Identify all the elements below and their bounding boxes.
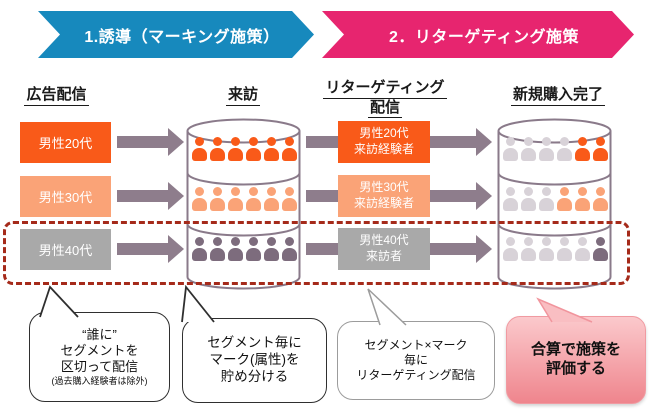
callout-segment-delivery: “誰に” セグメントを 区切って配信 (過去購入経験者は除外) [29, 312, 170, 402]
retarget-box-line1: 男性40代 [359, 233, 409, 248]
callout-tail-icon [39, 285, 79, 318]
callout-line: セグメント×マーク [364, 338, 468, 352]
column-header-visit: 来訪 [203, 86, 283, 106]
person-icon [210, 187, 225, 211]
person-icon [557, 237, 572, 261]
banner-step1-induction: 1.誘導（マーキング施策） [38, 11, 314, 58]
person-icon [282, 137, 297, 161]
column-header-retargeting-delivery: リターゲティング 配信 [305, 79, 465, 119]
callout-line: セグメントを [60, 343, 139, 359]
flow-arrow-icon [117, 235, 184, 263]
callout-line: “誰に” [82, 326, 117, 342]
column-header-ad-delivery-text: 広告配信 [24, 86, 89, 106]
purchase-people-tier-20s [503, 137, 608, 161]
person-icon [575, 137, 590, 161]
person-icon [503, 237, 518, 261]
person-icon [539, 137, 554, 161]
retarget-box-line1: 男性30代 [359, 180, 409, 195]
person-icon [575, 237, 590, 261]
person-icon [557, 187, 572, 211]
callout-note: (過去購入経験者は除外) [51, 375, 148, 386]
person-icon [593, 187, 608, 211]
person-icon [593, 137, 608, 161]
person-icon [210, 237, 225, 261]
callout-mark-accumulation: セグメント毎に マーク(属性)を 貯め分ける [182, 318, 327, 403]
person-icon [503, 187, 518, 211]
callout-retargeting-delivery: セグメント×マーク 毎に リターゲティング配信 [337, 321, 495, 400]
person-icon [192, 237, 207, 261]
person-icon [192, 137, 207, 161]
person-icon [246, 137, 261, 161]
person-icon [575, 187, 590, 211]
column-header-visit-text: 来訪 [225, 86, 260, 106]
person-icon [521, 187, 536, 211]
callout-line: マーク(属性)を [209, 352, 300, 368]
callout-line: 合算で施策を [530, 341, 621, 359]
callout-line: リターゲティング配信 [356, 368, 476, 382]
retarget-box-male-30s: 男性30代 来訪経験者 [338, 175, 430, 217]
highlight-dashed-frame [3, 221, 630, 285]
retarget-box-male-40s: 男性40代 来訪者 [338, 228, 430, 270]
person-icon [264, 237, 279, 261]
retarget-box-line2: 来訪経験者 [353, 196, 414, 210]
callout-tail-icon [367, 288, 407, 326]
person-icon [593, 237, 608, 261]
callout-line: セグメント毎に [207, 335, 302, 351]
person-icon [282, 187, 297, 211]
person-icon [228, 237, 243, 261]
callout-line: 区切って配信 [60, 359, 139, 375]
visit-people-tier-40s [192, 237, 297, 261]
flow-arrow-icon [117, 128, 184, 156]
flow-arrow-icon [117, 182, 184, 210]
callout-tail-icon [536, 297, 593, 323]
banner-step2-retargeting: 2．リターゲティング施策 [322, 11, 634, 58]
purchase-people-tier-40s [503, 237, 608, 261]
person-icon [282, 237, 297, 261]
person-icon [228, 187, 243, 211]
segment-box-male-20s: 男性20代 [20, 122, 111, 163]
visit-people-tier-20s [192, 137, 297, 161]
person-icon [539, 187, 554, 211]
column-header-new-purchase-text: 新規購入完了 [510, 86, 605, 106]
person-icon [557, 137, 572, 161]
visit-people-tier-30s [192, 187, 297, 211]
callout-line: 貯め分ける [220, 368, 289, 384]
column-header-ad-delivery: 広告配信 [14, 86, 99, 106]
person-icon [246, 187, 261, 211]
person-icon [192, 187, 207, 211]
person-icon [521, 137, 536, 161]
callout-line: 毎に [403, 353, 428, 367]
person-icon [264, 137, 279, 161]
segment-box-male-30s: 男性30代 [20, 176, 111, 217]
person-icon [246, 237, 261, 261]
person-icon [503, 137, 518, 161]
retarget-box-line2: 来訪経験者 [353, 142, 414, 156]
retarget-box-line2: 来訪者 [365, 249, 402, 263]
segment-box-male-40s: 男性40代 [20, 229, 111, 270]
column-header-new-purchase: 新規購入完了 [495, 86, 621, 106]
column-header-retargeting-line2: 配信 [367, 99, 402, 119]
callout-line: 評価する [545, 360, 606, 377]
person-icon [264, 187, 279, 211]
person-icon [521, 237, 536, 261]
retarget-box-male-20s: 男性20代 来訪経験者 [338, 121, 430, 163]
callout-tail-icon [181, 285, 215, 323]
column-header-retargeting-line1: リターゲティング [323, 79, 447, 99]
purchase-people-tier-30s [503, 187, 608, 211]
person-icon [210, 137, 225, 161]
person-icon [539, 237, 554, 261]
retarget-box-line1: 男性20代 [359, 126, 409, 141]
callout-evaluation: 合算で施策を 評価する [506, 316, 646, 404]
person-icon [228, 137, 243, 161]
